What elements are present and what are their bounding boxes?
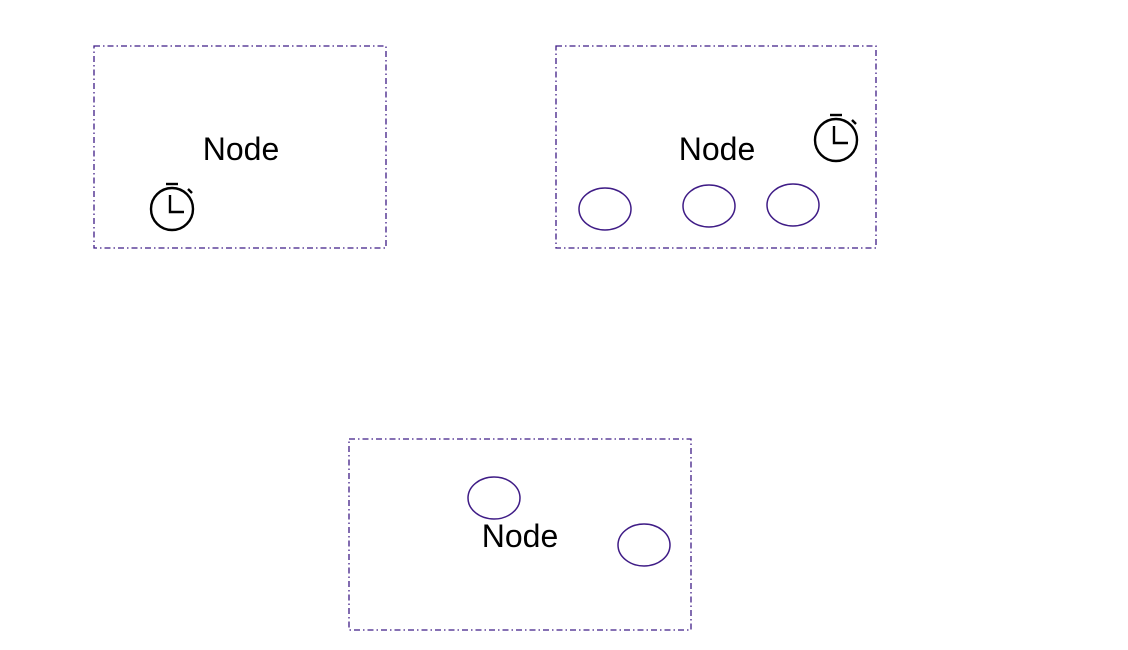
node-2[interactable]: Node [555,45,877,249]
node-3-port-1[interactable] [467,476,521,520]
node-2-port-2[interactable] [682,184,736,228]
node-3-border [348,438,692,631]
timer-icon [149,182,195,232]
node-2-port-1[interactable] [578,187,632,231]
node-3[interactable]: Node [348,438,692,631]
node-1-border [93,45,387,249]
node-3-port-2[interactable] [617,523,671,567]
node-3-label: Node [482,518,559,554]
node-2-border [555,45,877,249]
node-2-label: Node [679,131,756,167]
node-2-port-3[interactable] [766,183,820,227]
timer-icon [813,113,859,163]
node-1-label: Node [203,131,280,167]
node-1[interactable]: Node [93,45,387,249]
